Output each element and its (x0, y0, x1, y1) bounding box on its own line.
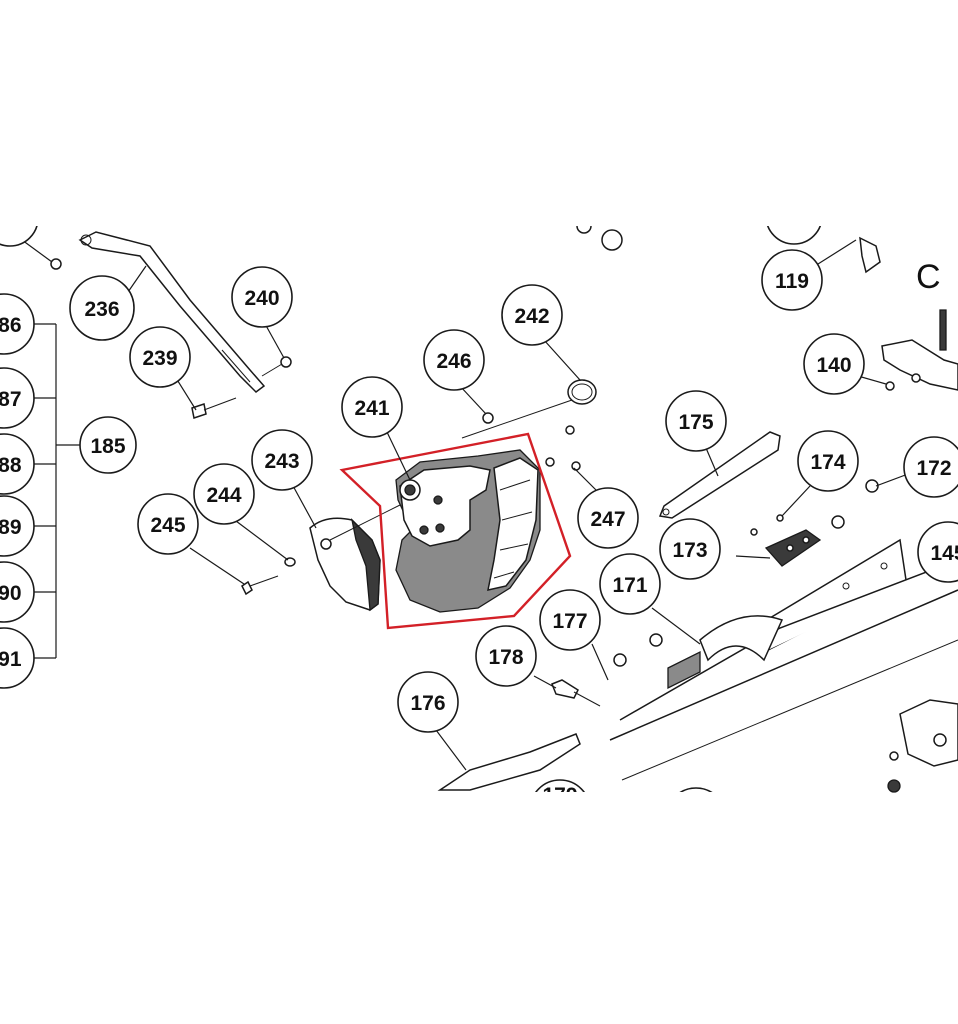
highlight-outline (339, 432, 572, 630)
svg-text:239: 239 (142, 347, 177, 370)
part-171-base (609, 559, 958, 781)
part-241-blade-guard (395, 449, 541, 613)
part-239-screw (191, 397, 237, 419)
svg-text:247: 247 (590, 508, 625, 531)
callout-179: 179 (535, 779, 585, 807)
callout-175: 175 (665, 390, 727, 452)
callout-186: 186 (0, 293, 35, 355)
callout-236: 236 (69, 275, 135, 341)
callout-partial-top-left (0, 226, 38, 247)
callout-240: 240 (231, 266, 293, 328)
part-right-fitting (887, 699, 958, 793)
callout-191: 191 (0, 627, 35, 689)
svg-text:244: 244 (206, 484, 241, 507)
svg-text:172: 172 (916, 457, 951, 480)
callout-174: 174 (797, 430, 859, 492)
svg-text:240: 240 (244, 287, 279, 310)
leader-lines (21, 239, 909, 771)
svg-text:176: 176 (410, 692, 445, 715)
part-177-screws (613, 633, 663, 667)
callout-145: 145 (917, 521, 958, 583)
part-175-bar (658, 431, 781, 519)
svg-text:145: 145 (930, 542, 958, 565)
callout-178: 178 (475, 625, 537, 687)
svg-text:190: 190 (0, 582, 22, 605)
svg-text:243: 243 (264, 450, 299, 473)
svg-text:175: 175 (678, 411, 713, 434)
svg-text:188: 188 (0, 454, 22, 477)
part-178-pin (551, 679, 601, 707)
part-236-arm (78, 231, 266, 393)
part-174-screws (750, 514, 784, 536)
callout-247: 247 (577, 487, 639, 549)
svg-text:174: 174 (810, 451, 845, 474)
callout-partial-bottom (679, 787, 713, 792)
part-140-clamp (881, 309, 958, 391)
svg-text:177: 177 (552, 610, 587, 633)
callout-242: 242 (501, 284, 563, 346)
part-screw-top-left (50, 258, 62, 270)
callout-189: 189 (0, 495, 35, 557)
svg-text:173: 173 (672, 539, 707, 562)
svg-text:187: 187 (0, 388, 22, 411)
svg-text:140: 140 (816, 354, 851, 377)
svg-text:185: 185 (90, 435, 125, 458)
svg-text:246: 246 (436, 350, 471, 373)
callout-244: 244 (193, 463, 255, 525)
callout-185: 185 (79, 416, 137, 474)
part-242-ring (567, 379, 597, 405)
callout-245: 245 (137, 493, 199, 555)
svg-text:245: 245 (150, 514, 185, 537)
part-172-screws (831, 479, 879, 529)
callout-239: 239 (129, 326, 191, 388)
section-letter: C (916, 258, 941, 296)
part-119-bracket (859, 236, 881, 274)
svg-text:189: 189 (0, 516, 22, 539)
svg-text:178: 178 (488, 646, 523, 669)
part-246-nut (482, 412, 494, 424)
callout-171: 171 (599, 553, 661, 615)
svg-text:179: 179 (542, 784, 577, 807)
svg-text:186: 186 (0, 314, 22, 337)
callout-partial-top-right (766, 226, 822, 245)
part-240-nut (261, 356, 292, 377)
svg-text:191: 191 (0, 648, 22, 671)
callout-119: 119 (761, 249, 823, 311)
part-245-screw (241, 575, 279, 596)
callout-243: 243 (251, 429, 313, 491)
callout-187: 187 (0, 367, 35, 429)
callout-188: 188 (0, 433, 35, 495)
callout-173: 173 (659, 518, 721, 580)
svg-text:119: 119 (775, 270, 809, 293)
callout-140: 140 (803, 333, 865, 395)
svg-text:242: 242 (514, 305, 549, 328)
part-173-plate (764, 529, 822, 567)
callout-246: 246 (423, 329, 485, 391)
part-247-screws (545, 425, 581, 471)
callout-190: 190 (0, 561, 35, 623)
part-176-rail (437, 733, 581, 791)
callout-176: 176 (397, 671, 459, 733)
part-243-knob (309, 517, 381, 612)
callout-241: 241 (341, 376, 403, 438)
svg-text:171: 171 (612, 574, 647, 597)
callout-172: 172 (903, 436, 958, 498)
callout-177: 177 (539, 589, 601, 651)
svg-text:236: 236 (84, 298, 119, 321)
svg-text:241: 241 (354, 397, 389, 420)
